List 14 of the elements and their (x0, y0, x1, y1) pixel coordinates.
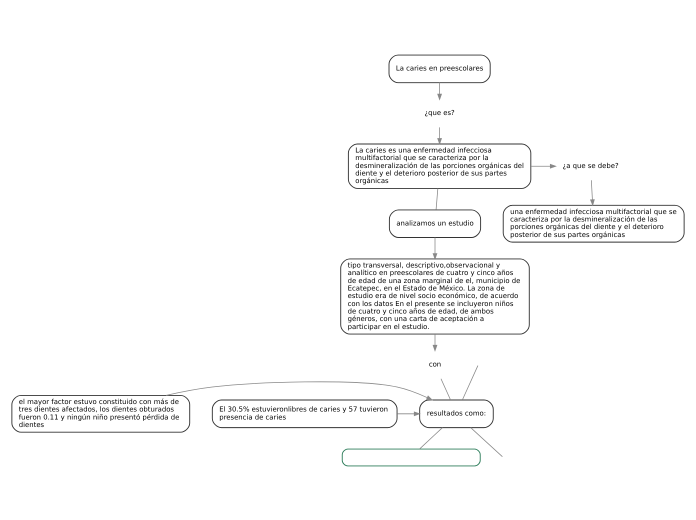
connector (440, 378, 451, 400)
arrow (396, 410, 421, 416)
connector (436, 188, 438, 210)
arrow (166, 380, 434, 400)
arrow (437, 126, 442, 145)
arrow (530, 163, 557, 168)
connector (462, 364, 478, 400)
node-box (342, 448, 481, 466)
arrow (590, 179, 595, 206)
connector (470, 426, 503, 457)
arrow (432, 236, 438, 260)
arrow (432, 333, 438, 352)
connector (419, 426, 443, 449)
arrow (437, 82, 442, 100)
